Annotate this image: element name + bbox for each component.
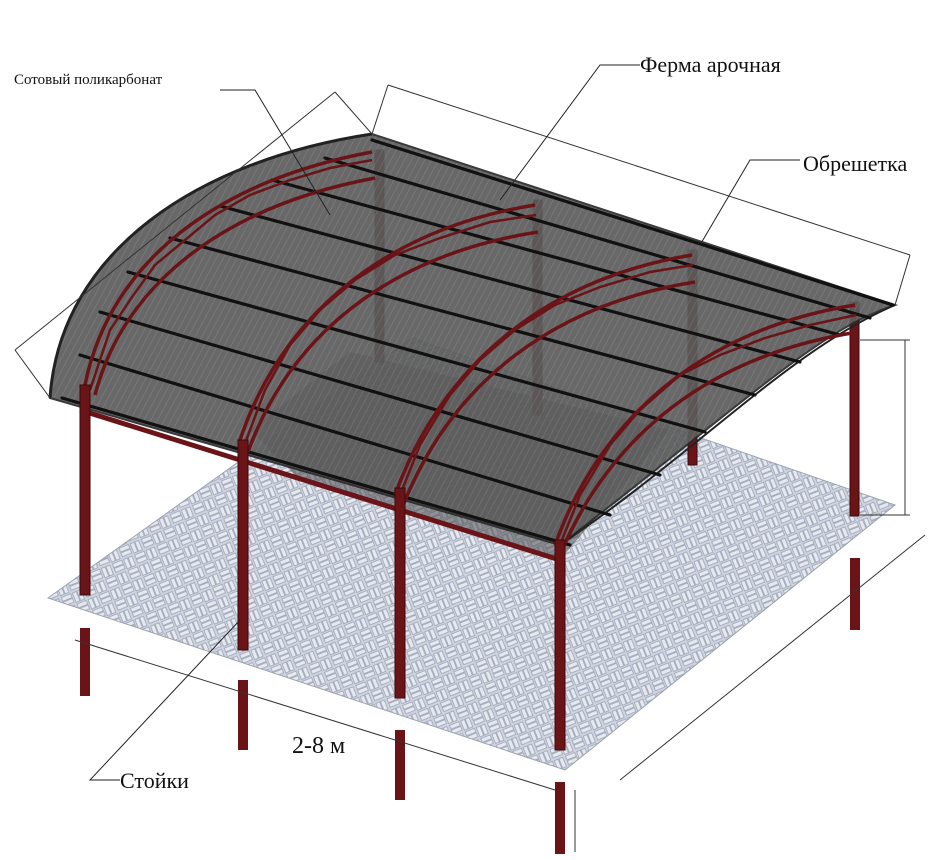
label-dimension: 2-8 м xyxy=(292,733,346,759)
arched-trusses xyxy=(83,150,859,556)
truss-lattice xyxy=(88,158,857,551)
front-posts xyxy=(79,384,566,751)
label-arched-truss: Ферма арочная xyxy=(640,52,781,77)
lathing-bars xyxy=(60,138,895,547)
label-polycarbonate: Сотовый поликарбонат xyxy=(14,72,163,88)
roof-back-arc xyxy=(559,304,896,546)
roof-front-arc xyxy=(48,132,373,399)
label-lathing: Обрешетка xyxy=(803,151,908,176)
foundation-posts xyxy=(80,558,860,854)
leader-lines xyxy=(88,64,800,781)
eave-beam xyxy=(79,407,561,563)
label-posts: Стойки xyxy=(120,768,189,793)
